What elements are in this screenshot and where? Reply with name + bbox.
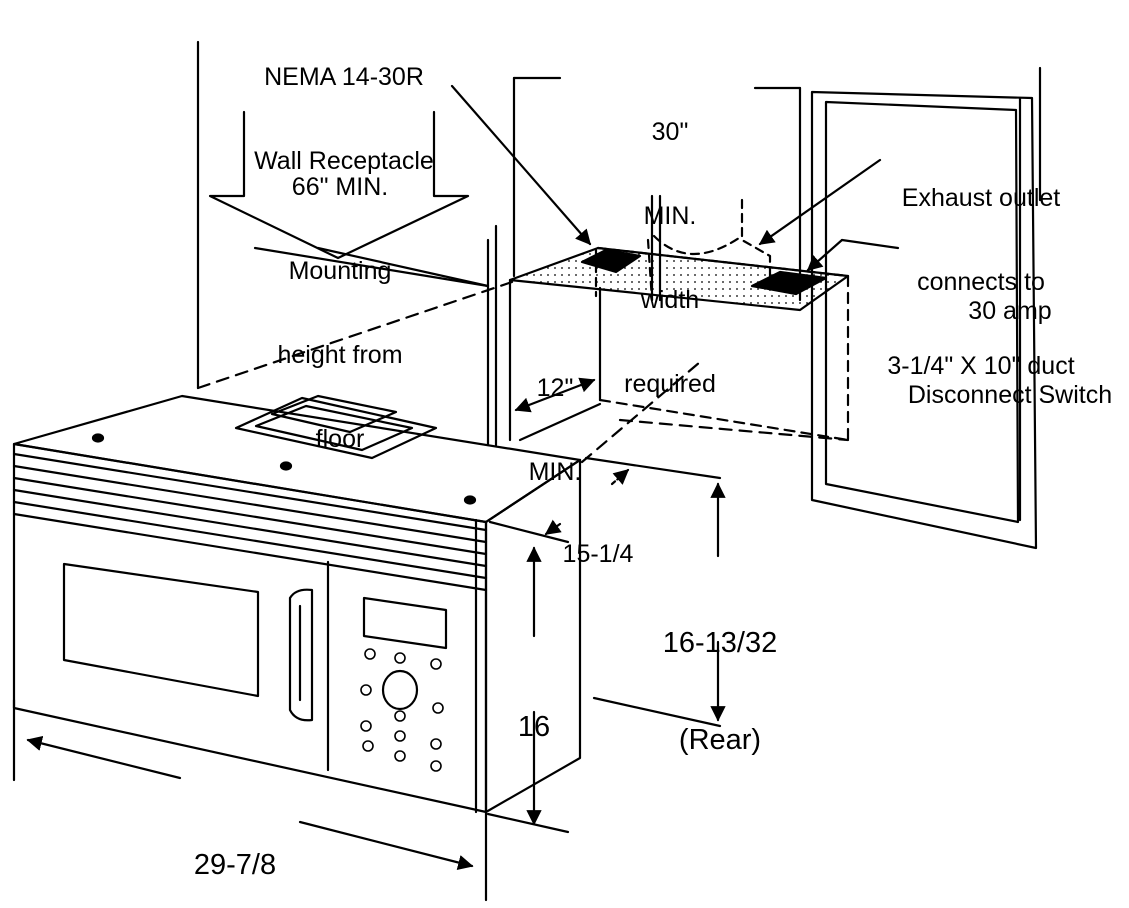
receptacle-label-line2: Wall Receptacle <box>254 147 434 175</box>
height-arrow-shape <box>208 110 470 260</box>
width-required-label: 30" MIN. width required <box>610 62 730 426</box>
exhaust-label: Exhaust outlet connects to 3-1/4" X 10" … <box>858 128 1104 408</box>
exhaust-line2: connects to <box>917 268 1045 296</box>
depth-dimension-value: 15-1/4 <box>562 540 634 568</box>
receptacle-block <box>580 248 642 274</box>
height-dimension-value: 16 <box>517 710 551 743</box>
keypad <box>360 648 444 772</box>
mounting-height-line3: height from <box>277 341 403 369</box>
projection-lines <box>196 280 850 464</box>
wall-lines <box>196 40 802 447</box>
rear-height-line2: (Rear) <box>678 724 762 757</box>
width-dimension-label: 29-7/8 <box>170 784 300 908</box>
switch-block <box>750 270 828 296</box>
dimension-lines <box>12 377 726 902</box>
receptacle-label: NEMA 14-30R Wall Receptacle <box>244 7 444 203</box>
mounting-height-label: 66" MIN. Mounting height from floor <box>255 117 425 481</box>
depth-min-line2: MIN. <box>528 458 582 486</box>
mounting-height-line4: floor <box>315 425 365 453</box>
width-required-line2: MIN. <box>643 202 697 230</box>
rear-height-line1: 16-13/32 <box>662 626 778 659</box>
width-dimension-value: 29-7/8 <box>193 848 277 881</box>
mounting-height-line2: Mounting <box>288 257 392 285</box>
disconnect-line1: 30 amp <box>968 297 1052 325</box>
width-required-line3: width <box>640 286 700 314</box>
depth-min-label: 12" MIN. <box>510 318 600 514</box>
microwave-body <box>12 394 582 814</box>
depth-dimension-label: 15-1/4 <box>558 484 638 596</box>
disconnect-label: 30 amp Disconnect Switch <box>892 241 1128 437</box>
mounting-height-line1: 66" MIN. <box>291 173 389 201</box>
cabinet-door <box>810 66 1042 550</box>
callout-arrows <box>316 84 900 288</box>
width-required-line1: 30" <box>651 118 689 146</box>
height-dimension-label: 16 <box>508 646 560 776</box>
depth-min-line1: 12" <box>536 374 574 402</box>
width-required-line4: required <box>624 370 716 398</box>
receptacle-label-line1: NEMA 14-30R <box>264 63 424 91</box>
exhaust-line1: Exhaust outlet <box>901 184 1061 212</box>
rear-height-label: 16-13/32 (Rear) <box>650 562 790 789</box>
disconnect-line2: Disconnect Switch <box>907 381 1113 409</box>
exhaust-line3: 3-1/4" X 10" duct <box>887 352 1075 380</box>
